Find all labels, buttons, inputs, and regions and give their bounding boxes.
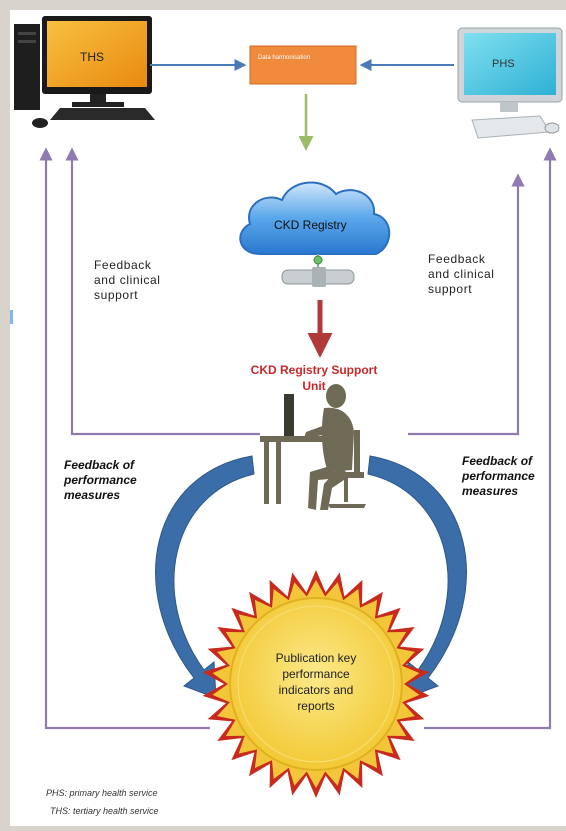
- support-unit-label: CKD Registry Support: [251, 363, 378, 377]
- perf-right-line-2: performance: [462, 469, 535, 483]
- ths-computer: THS: [14, 16, 155, 128]
- ths-keyboard: [50, 108, 155, 120]
- feedback-line-right-inner: [408, 173, 525, 436]
- harmonisation-box: Data harmonisation: [249, 45, 357, 85]
- ths-label: THS: [80, 50, 104, 64]
- feedback-line-left-inner: [65, 147, 260, 436]
- perf-right-line-1: Feedback of: [462, 454, 533, 468]
- edge-mark: [10, 310, 13, 324]
- curve-arrow-left: [155, 455, 255, 699]
- ths-mouse: [32, 118, 48, 128]
- diagram-canvas: THS PHS Data harmonisation CKD Registry …: [10, 10, 566, 826]
- feedback-clinical-right: Feedback and clinical support: [428, 252, 495, 297]
- feedback-line-left-outer: [39, 147, 210, 730]
- feedback-right-line-1: Feedback: [428, 252, 486, 266]
- perf-left-line-2: performance: [64, 473, 137, 487]
- phs-screen: [464, 33, 556, 95]
- perf-left-line-3: measures: [64, 488, 121, 502]
- perf-right-line-3: measures: [462, 484, 519, 498]
- harmonisation-label: Data harmonisation: [258, 55, 310, 61]
- feedback-clinical-left: Feedback and clinical support: [94, 258, 161, 303]
- perf-measures-right: Feedback of performance measures: [462, 454, 535, 499]
- phs-computer: PHS: [457, 27, 563, 139]
- feedback-left-line-3: support: [94, 288, 139, 302]
- publication-line-3: indicators and: [279, 683, 354, 697]
- phs-keyboard: [471, 115, 551, 139]
- publication-line-2: performance: [282, 667, 350, 681]
- registry-label: CKD Registry: [274, 218, 347, 232]
- support-unit-label-2: Unit: [302, 379, 325, 393]
- feedback-right-line-2: and clinical: [428, 267, 495, 281]
- person-at-desk: [260, 384, 366, 510]
- publication-line-4: reports: [297, 699, 334, 713]
- diagram-svg: THS PHS Data harmonisation CKD Registry …: [10, 16, 563, 798]
- feedback-left-line-1: Feedback: [94, 258, 152, 272]
- ths-screen: [47, 21, 147, 87]
- registry-cloud: CKD Registry: [239, 181, 391, 287]
- legend-ths: THS: tertiary health service: [50, 806, 159, 816]
- publication-badge: Publication key performance indicators a…: [202, 570, 430, 798]
- perf-measures-left: Feedback of performance measures: [64, 458, 137, 503]
- publication-line-1: Publication key: [276, 651, 357, 665]
- phs-label: PHS: [492, 58, 515, 70]
- feedback-right-line-3: support: [428, 282, 473, 296]
- feedback-left-line-2: and clinical: [94, 273, 161, 287]
- feedback-line-right-outer: [424, 147, 557, 730]
- legend-phs: PHS: primary health service: [46, 788, 158, 798]
- phs-mouse: [544, 122, 560, 134]
- ths-tower: [14, 24, 40, 110]
- perf-left-line-1: Feedback of: [64, 458, 135, 472]
